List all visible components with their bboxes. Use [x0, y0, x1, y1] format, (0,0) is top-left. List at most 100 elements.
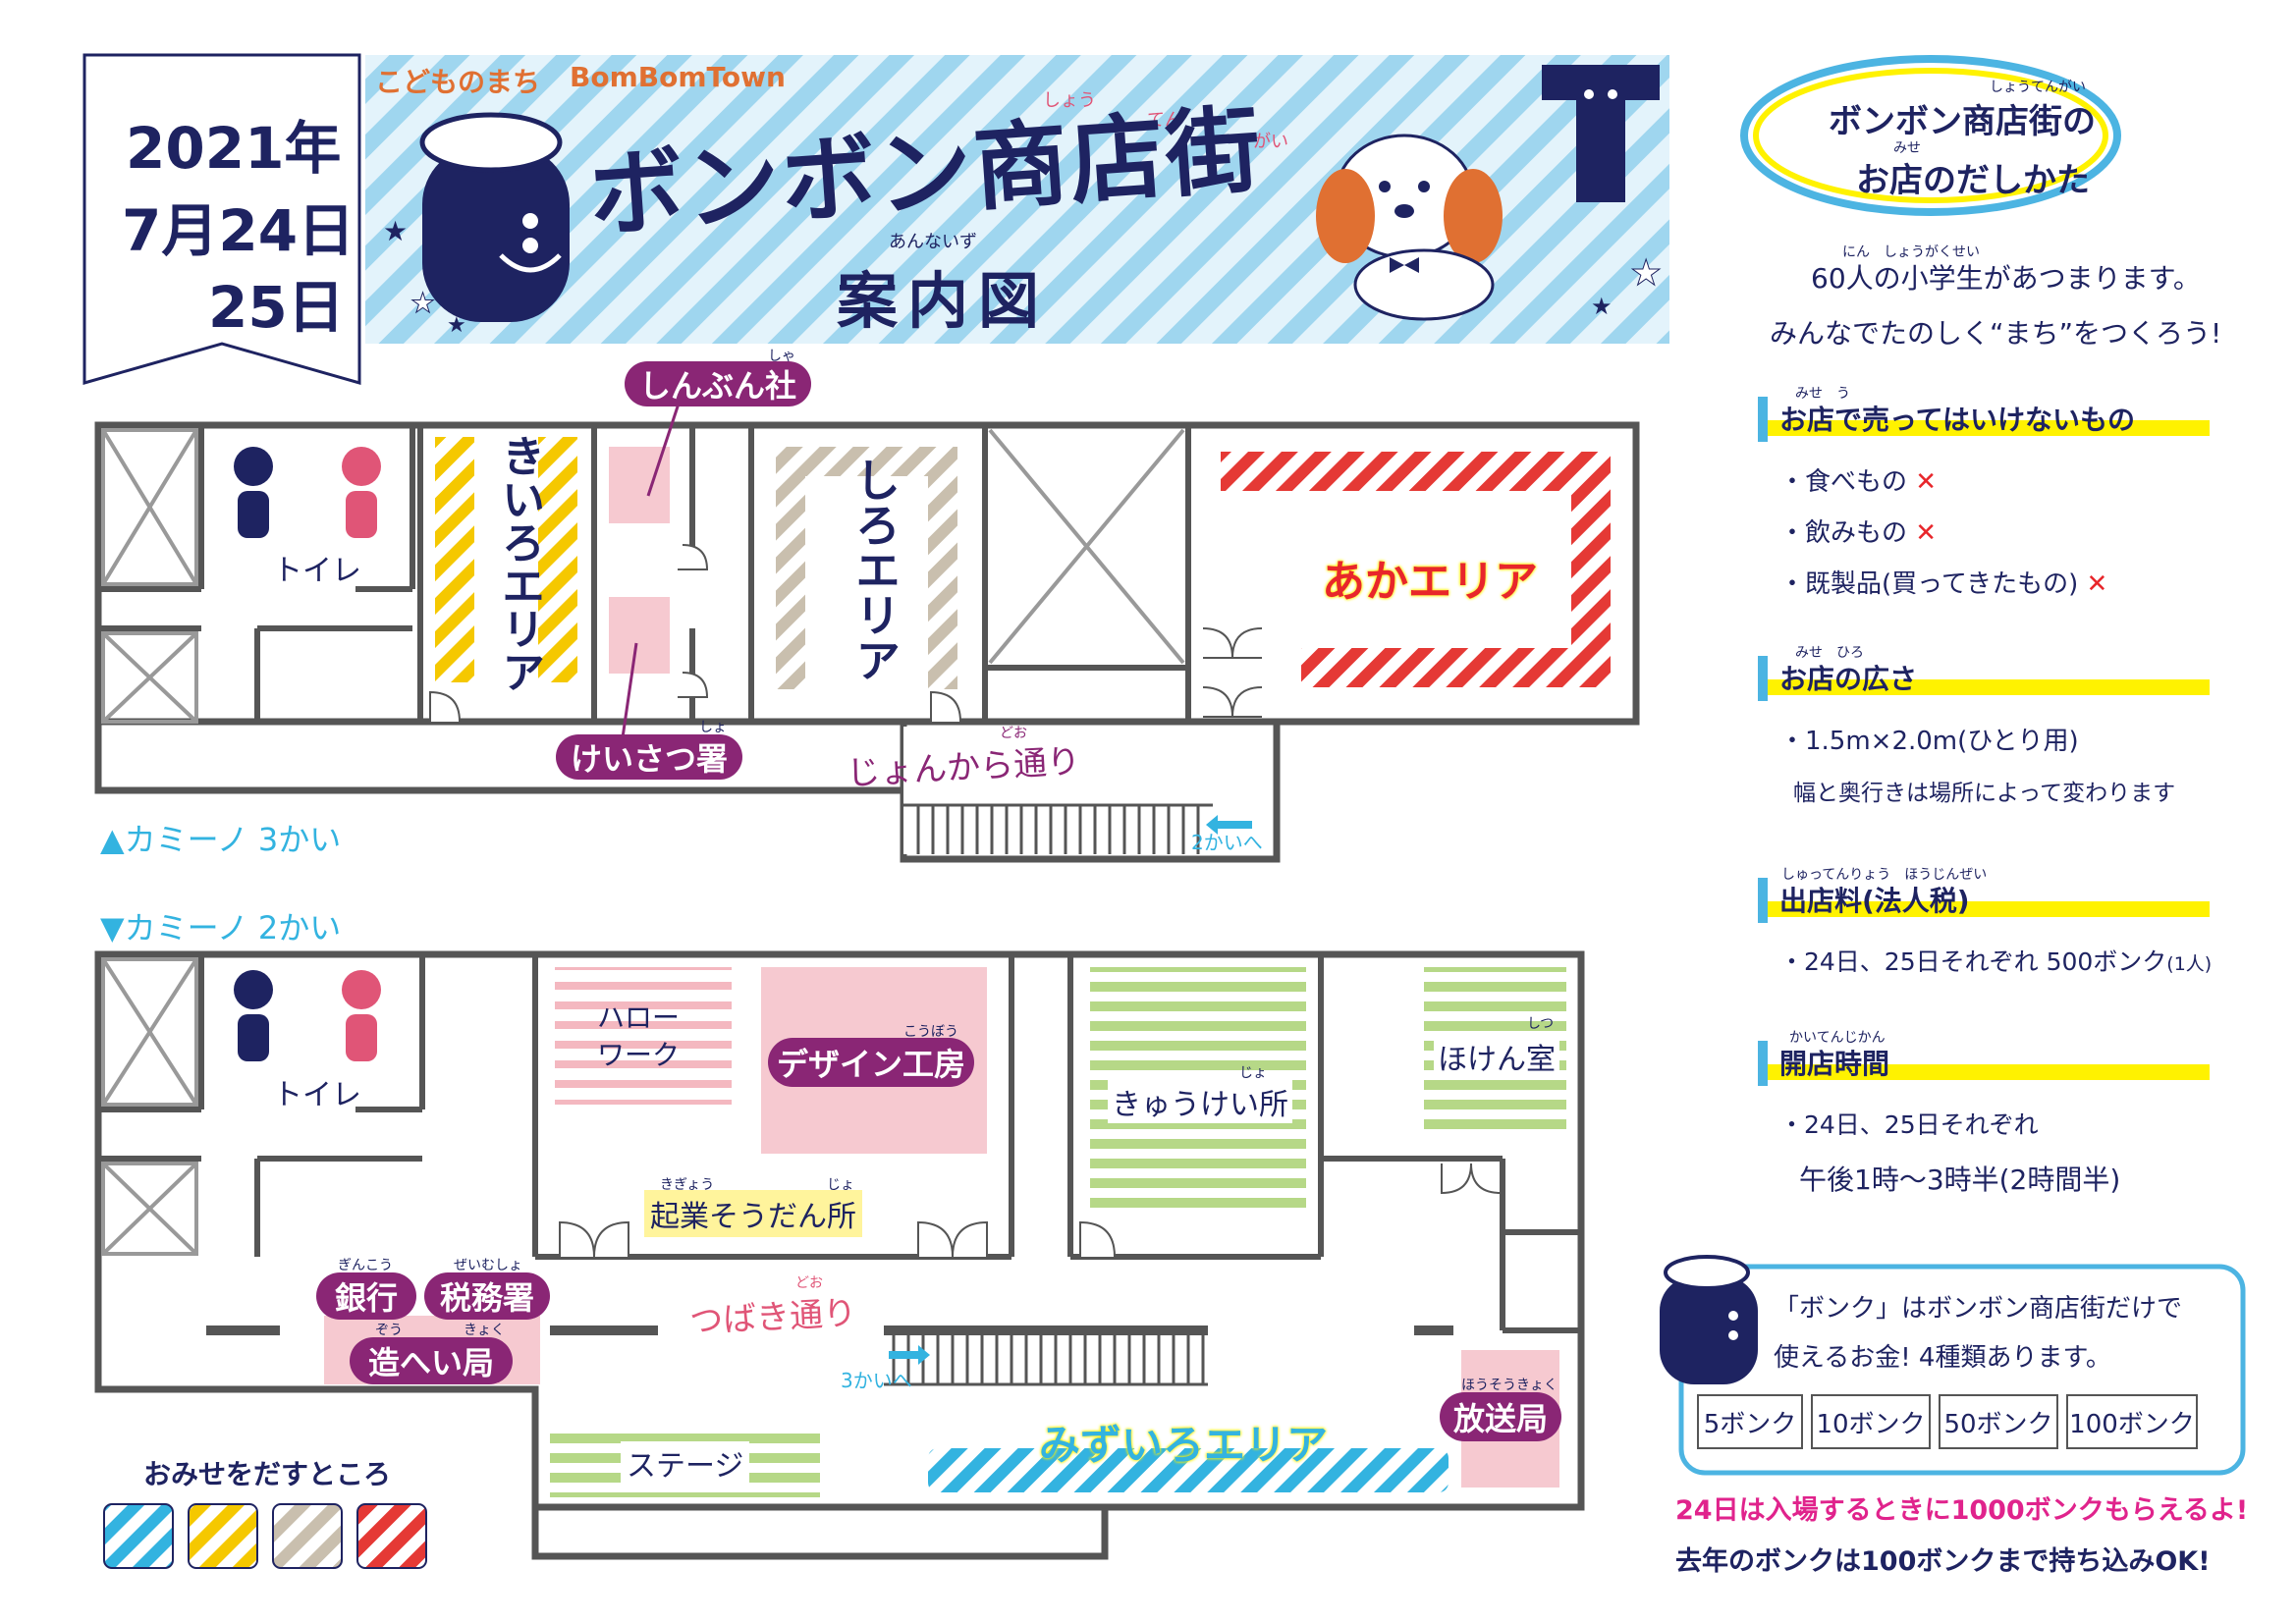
mizuiro-area: [928, 1448, 1449, 1492]
sec1-header: お店で売ってはいけないもの: [1758, 397, 2210, 442]
sec2-line2: 幅と奥行きは場所によって変わります: [1793, 781, 2176, 806]
svg-text:★: ★: [410, 287, 435, 319]
bonk-denom-10: 10ボンク: [1811, 1394, 1931, 1449]
legend-swatch-blue: [103, 1503, 174, 1569]
sec1-item-3: ・既製品(買ってきたもの) ✕: [1779, 569, 2108, 599]
sec2-ruby: みせ ひろ: [1795, 645, 1864, 661]
kiiro-area-right: [538, 437, 577, 682]
sec4-line1: ・24日、25日それぞれ: [1779, 1110, 2039, 1139]
kiiro-area-left: [435, 437, 474, 682]
tsubaki-ruby: どお: [795, 1275, 823, 1291]
kyukeijo-ruby: じょ: [1239, 1065, 1267, 1081]
sec1-ruby: みせ う: [1795, 386, 1850, 402]
legend-swatch-red: [356, 1503, 427, 1569]
legend-title: おみせをだすところ: [143, 1458, 392, 1490]
svg-text:★: ★: [383, 215, 408, 247]
legend-swatch-beige: [272, 1503, 343, 1569]
subtitle2-ruby: あんないず: [889, 232, 977, 252]
guide-intro1: 60人の小学生があつまります。: [1811, 262, 2201, 295]
ginko-ruby: ぎんこう: [338, 1258, 393, 1273]
housoukyoku-label: 放送局: [1440, 1392, 1561, 1441]
floor3-label: ▲カミーノ 3かい: [100, 821, 342, 858]
sec1-item-1: ・食べもの ✕: [1779, 467, 1938, 497]
shiro-area-label: しろエリア: [848, 457, 902, 682]
sec3-line1: ・24日、25日それぞれ 500ボンク(1人): [1779, 947, 2213, 976]
kiiro-area-label: きいろエリア: [494, 434, 544, 693]
aka-area: [1221, 452, 1611, 687]
sec2-title: お店の広さ: [1779, 663, 1918, 695]
legend-swatch-yellow: [188, 1503, 258, 1569]
to-3f-label: 3かいへ: [841, 1369, 912, 1392]
zeimusho-ruby: ぜいむしょ: [454, 1258, 522, 1273]
sec1-title: お店で売ってはいけないもの: [1779, 404, 2136, 436]
title-ruby-2: てん: [1147, 110, 1182, 131]
sec4-title: 開店時間: [1779, 1048, 1890, 1080]
design-ruby: こうぼう: [903, 1024, 958, 1040]
bonk-text2: 使えるお金! 4種類あります。: [1774, 1343, 2111, 1373]
svg-text:★: ★: [1630, 253, 1662, 294]
b-mascot: [419, 112, 570, 322]
kigyo-ruby-2: じょ: [827, 1177, 854, 1193]
keisatsusho-ruby: しょ: [699, 720, 727, 735]
sec3-header: 出店料(法人税): [1758, 878, 2210, 923]
svg-text:★: ★: [1591, 293, 1613, 320]
page-subtitle: 案内図: [837, 265, 1050, 337]
footer-line1: 24日は入場するときに1000ボンクもらえるよ!: [1675, 1495, 2249, 1526]
to-2f-label: 2かいへ: [1191, 831, 1263, 854]
sec4-header: 開店時間: [1758, 1041, 2210, 1086]
design-kobo-label: デザイン工房: [768, 1038, 974, 1087]
toilet-label-2f: トイレ: [273, 1078, 361, 1112]
floor2-label: ▼カミーノ 2かい: [100, 909, 342, 947]
guide-title2-ruby: みせ: [1893, 140, 1921, 156]
sec1-item-2: ・飲みもの ✕: [1779, 518, 1938, 548]
mizuiro-area-label: みずいろエリア: [1039, 1421, 1329, 1469]
shinbunsha-ruby: しゃ: [768, 349, 795, 364]
keisatsusho-label: けいさつ署: [556, 734, 742, 780]
date-day1: 7月24日: [122, 197, 355, 264]
hokenshitsu-label: ほけん室: [1434, 1035, 1559, 1078]
keisatsusho-room: [609, 597, 670, 674]
stage-label: ステージ: [621, 1441, 750, 1485]
housoukyoku-ruby: ほうそうきょく: [1461, 1378, 1558, 1393]
t-mascot: [1542, 65, 1660, 202]
jonkara-ruby: どお: [1000, 726, 1027, 741]
guide-intro2: みんなでたのしく“まち”をつくろう!: [1770, 317, 2222, 350]
sec4-ruby: かいてんじかん: [1789, 1030, 1886, 1046]
toilet-icons-2f: [234, 970, 381, 1061]
shinbunsha-label: しんぶん社: [625, 361, 811, 406]
zoheikyoku-label: 造へい局: [350, 1337, 513, 1384]
guide-title-line2: お店のだしかた: [1856, 161, 2090, 200]
date-year: 2021年: [126, 115, 342, 182]
bonk-denom-5: 5ボンク: [1697, 1394, 1803, 1449]
banner-brand: BomBomTown: [570, 61, 786, 93]
shiro-area: [776, 447, 957, 689]
aka-area-label: あかエリア: [1322, 557, 1538, 607]
sec2-line1: ・1.5m×2.0m(ひとり用): [1779, 727, 2079, 756]
bonk-mascot: [1660, 1255, 1758, 1384]
dog-mascot: [1316, 134, 1503, 321]
zoheikyoku-ruby-2: きょく: [464, 1323, 505, 1338]
kigyo-ruby-1: きぎょう: [660, 1177, 715, 1193]
toilet-icons-3f: [234, 447, 381, 538]
hellowork-room: [555, 967, 732, 1105]
guide-title-line1: ボンボン商店街の: [1829, 102, 2096, 141]
zeimusho-label: 税務署: [424, 1272, 550, 1320]
sec3-ruby: しゅってんりょう ほうじんぜい: [1781, 867, 1988, 883]
tsubaki-street-label: つばき通り: [688, 1293, 858, 1342]
hellowork-label: ハロー ワーク: [597, 1001, 681, 1071]
kigyo-label: 起業そうだん所: [644, 1190, 862, 1237]
guide-title-ellipse: [1740, 55, 2121, 216]
hokenshitsu-ruby: しつ: [1527, 1016, 1555, 1032]
title-ruby-1: しょう: [1043, 90, 1096, 111]
intro1-ruby: にん しょうがくせい: [1842, 244, 1980, 260]
banner-subtitle: こどものまち: [375, 66, 541, 98]
ginko-label: 銀行: [316, 1272, 416, 1320]
sec4-line2: 午後1時〜3時半(2時間半): [1799, 1163, 2121, 1196]
title-ruby-3: がい: [1253, 132, 1288, 152]
sec2-header: お店の広さ: [1758, 656, 2210, 701]
date-day2: 25日: [208, 274, 345, 341]
bonk-denom-100: 100ボンク: [2066, 1394, 2198, 1449]
bonk-text1: 「ボンク」はボンボン商店街だけで: [1774, 1294, 2183, 1324]
toilet-label-3f: トイレ: [273, 554, 361, 588]
